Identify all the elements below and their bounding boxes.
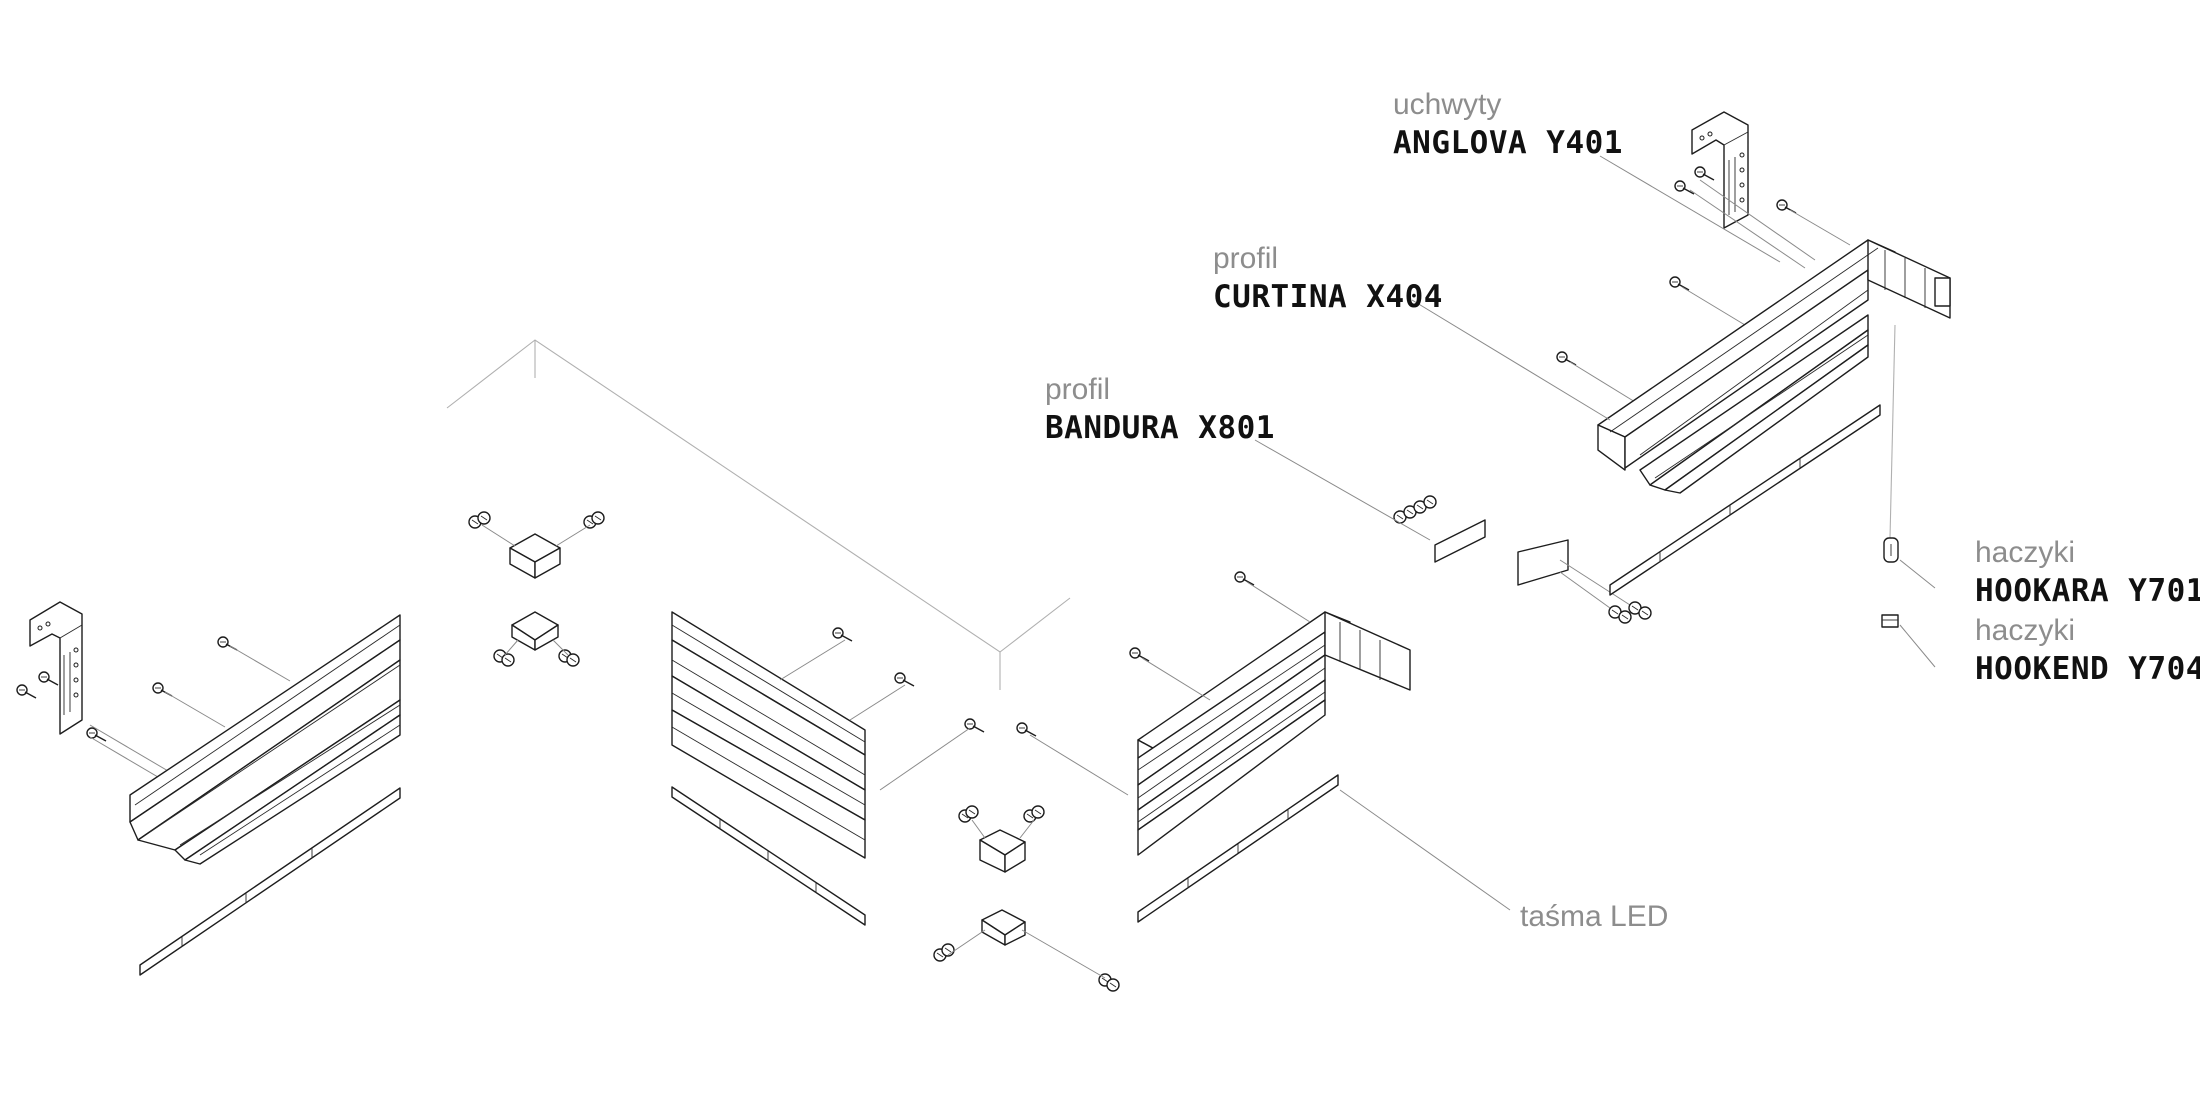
callout-code: CURTINA X404: [1213, 279, 1443, 315]
callout-category: profil: [1213, 242, 1279, 275]
led-strip-left: [139, 787, 401, 976]
room-corner-guides: [446, 339, 1071, 690]
callout-led-strip: taśma LED: [1520, 900, 1669, 933]
callout-category: haczyki: [1975, 614, 2076, 647]
curtina-profile-right: [1597, 239, 1951, 494]
callout-category: haczyki: [1975, 536, 2076, 569]
curtina-profile-center: [1129, 571, 1411, 856]
bandura-end-caps: [1393, 495, 1652, 624]
callout-code: BANDURA X801: [1045, 410, 1275, 446]
callout-leaders: [1254, 155, 1936, 911]
callout-hookara: haczyki HOOKARA Y701: [1975, 538, 2200, 607]
left-profile-assembly: [16, 601, 401, 976]
bandura-profile-middle: [671, 611, 915, 859]
callout-code: ANGLOVA Y401: [1393, 125, 1623, 161]
led-strip-right: [1609, 404, 1881, 596]
corner-connectors-right: [879, 718, 1129, 992]
callout-anglova: uchwyty ANGLOVA Y401: [1393, 90, 1623, 159]
anglova-bracket-left: [29, 601, 83, 735]
anglova-bracket-right: [1691, 111, 1749, 229]
callout-curtina: profil CURTINA X404: [1213, 244, 1443, 313]
callout-code: HOOKARA Y701: [1975, 573, 2200, 609]
callout-code: HOOKEND Y704: [1975, 651, 2200, 687]
hookend-hook: [1881, 614, 1899, 628]
curtina-profile-left: [129, 614, 401, 865]
callout-hookend: haczyki HOOKEND Y704: [1975, 616, 2200, 685]
led-strip-center: [1137, 774, 1339, 923]
led-strip-middle: [671, 786, 866, 926]
callout-category: uchwyty: [1393, 88, 1502, 121]
hookara-hook: [1883, 537, 1899, 563]
callout-bandura: profil BANDURA X801: [1045, 375, 1275, 444]
callout-category: profil: [1045, 373, 1111, 406]
corner-connectors-left: [468, 511, 605, 667]
